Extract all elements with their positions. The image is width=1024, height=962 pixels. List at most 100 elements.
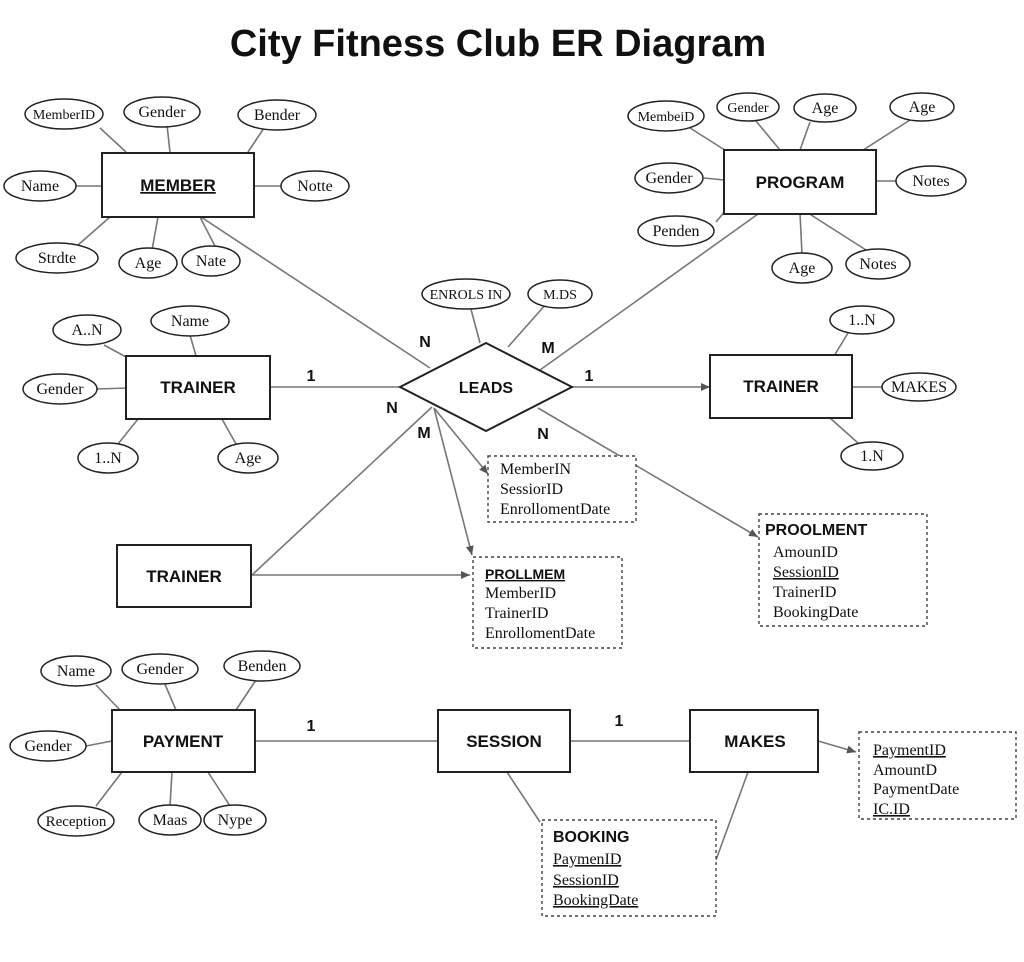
box-field: BookingDate [553,892,638,909]
attribute-program-notes-2[interactable]: Notes [845,248,911,280]
attribute-box-prollmem[interactable]: PROLLMEM MemberID TrainerID EnrollomentD… [472,556,623,649]
attribute-program-gender[interactable]: Gender [716,92,780,122]
entity-trainer-right-label: TRAINER [743,377,819,396]
attribute-label: Reception [46,814,107,830]
connector-lines [76,119,911,861]
attribute-trainer-right-makes[interactable]: MAKES [881,372,957,402]
box-field: MemberIN [500,461,572,478]
attribute-payment-gender[interactable]: Gender [121,653,199,685]
attribute-member-notte[interactable]: Notte [280,170,350,202]
box-field: SessionID [553,872,619,889]
attribute-program-penden[interactable]: Penden [637,215,715,247]
attribute-label: Notte [297,178,333,195]
attribute-label: MAKES [891,379,947,396]
attribute-label: Maas [153,812,188,829]
entity-member[interactable]: MEMBER [101,152,255,218]
box-field: EnrollomentDate [485,625,595,642]
entity-payment[interactable]: PAYMENT [111,709,256,773]
cardinality-label: N [419,334,431,351]
attribute-label: Bender [254,107,301,124]
attribute-member-name[interactable]: Name [3,170,77,202]
box-field: IC.ID [873,801,910,818]
attribute-label: Age [789,260,816,277]
attribute-program-age-1[interactable]: Age [793,93,857,123]
attribute-payment-reception[interactable]: Reception [37,805,115,837]
entity-makes[interactable]: MAKES [689,709,819,773]
attribute-trainer-right-1n[interactable]: 1..N [829,305,895,335]
attribute-box-booking[interactable]: BOOKING PaymenID SessionID BookingDate [541,819,717,917]
entity-trainer-left-label: TRAINER [160,378,236,397]
entity-member-label: MEMBER [140,176,216,195]
box-field: TrainerID [485,605,548,622]
attribute-label: Name [171,313,209,330]
attribute-payment-name[interactable]: Name [40,655,112,687]
entity-program[interactable]: PROGRAM [723,149,877,215]
entity-session[interactable]: SESSION [437,709,571,773]
attribute-payment-nype[interactable]: Nype [203,804,267,836]
attribute-label: Gender [24,738,72,755]
attribute-payment-maas[interactable]: Maas [138,804,202,836]
entity-trainer-lower-label: TRAINER [146,567,222,586]
attribute-label: Gender [727,101,769,116]
attribute-label: Notes [859,256,896,273]
attribute-program-notes-1[interactable]: Notes [895,165,967,197]
attribute-label: Gender [645,170,693,187]
relationship-leads[interactable]: LEADS [397,341,575,433]
attribute-label: Gender [138,104,186,121]
entity-session-label: SESSION [466,732,542,751]
box-field: MemberID [485,585,556,602]
attribute-program-membeid[interactable]: MembeiD [627,100,705,132]
attribute-trainer-name[interactable]: Name [150,305,230,337]
attribute-label: Name [57,663,95,680]
box-field: BookingDate [773,604,858,621]
box-field: PaymentID [873,742,946,759]
box-field: PaymentDate [873,781,959,798]
attribute-label: 1.N [860,448,884,465]
attribute-member-age[interactable]: Age [118,247,178,279]
attribute-trainer-1n[interactable]: 1..N [77,442,139,474]
attribute-member-strdte[interactable]: Strdte [15,242,99,274]
attribute-member-bender[interactable]: Bender [237,99,317,131]
attribute-label: Gender [36,381,84,398]
attribute-label: Name [21,178,59,195]
attribute-box-enrollment[interactable]: MemberIN SessiorID EnrollomentDate [487,455,637,523]
box-title: PROLLMEM [485,566,565,582]
cardinality-label: M [541,340,554,357]
box-field: AmounID [773,544,838,561]
attribute-member-gender[interactable]: Gender [123,96,201,128]
attribute-label: Penden [652,223,699,240]
entity-trainer-left[interactable]: TRAINER [125,355,271,420]
attribute-mds[interactable]: M.DS [527,279,593,309]
attribute-payment-gender-2[interactable]: Gender [9,730,87,762]
entity-program-label: PROGRAM [756,173,845,192]
attribute-label: Age [812,100,839,117]
attribute-payment-benden[interactable]: Benden [223,650,301,682]
attribute-trainer-age[interactable]: Age [217,442,279,474]
box-field: PaymenID [553,851,621,868]
box-field: EnrollomentDate [500,501,610,518]
attribute-trainer-right-1n-2[interactable]: 1.N [840,441,904,471]
attribute-label: ENROLS IN [430,288,503,303]
relationship-leads-label: LEADS [459,380,514,397]
attribute-trainer-an[interactable]: A..N [52,314,122,346]
box-field: AmountD [873,762,937,779]
attribute-label: Nype [218,812,253,829]
attribute-label: A..N [71,322,103,339]
attribute-member-id[interactable]: MemberID [24,98,104,130]
attribute-label: MemberID [33,108,95,123]
page-title: City Fitness Club ER Diagram [230,23,766,65]
attribute-label: 1..N [848,312,876,329]
attribute-label: Strdte [38,250,76,267]
attribute-program-age-2[interactable]: Age [889,92,955,122]
attribute-enrols-in[interactable]: ENROLS IN [421,278,511,310]
attribute-program-age-3[interactable]: Age [771,252,833,284]
attribute-box-payment[interactable]: PaymentID AmountD PaymentDate IC.ID [858,731,1017,820]
entity-trainer-right[interactable]: TRAINER [709,354,853,419]
attribute-member-nate[interactable]: Nate [181,245,241,277]
attribute-trainer-gender[interactable]: Gender [22,373,98,405]
entity-trainer-lower[interactable]: TRAINER [116,544,252,608]
attribute-box-proolment[interactable]: PROOLMENT AmounID SessionID TrainerID Bo… [758,513,928,627]
attribute-program-gender-2[interactable]: Gender [634,162,704,194]
